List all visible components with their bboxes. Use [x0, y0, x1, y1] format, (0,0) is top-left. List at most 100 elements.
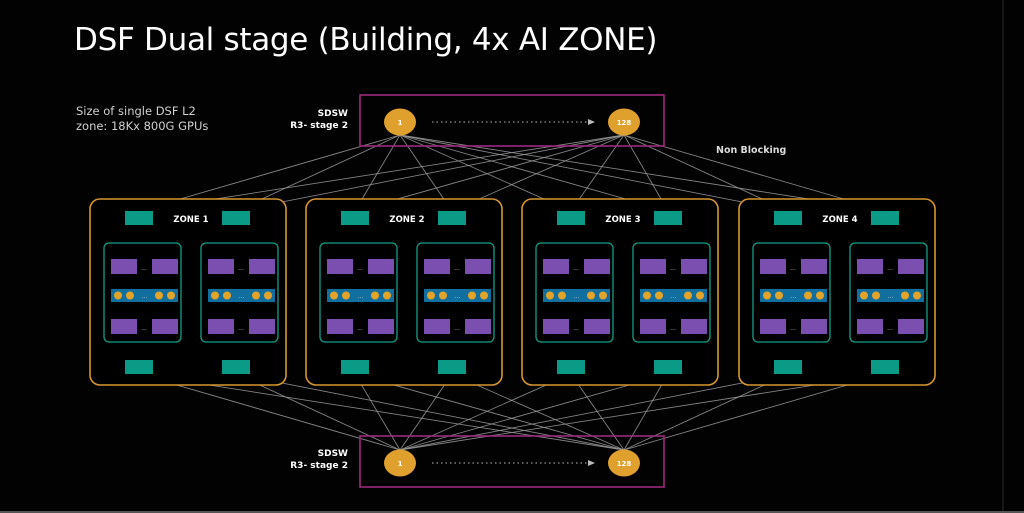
gpu-dot[interactable] — [684, 291, 692, 300]
pod-2[interactable]: ......... — [632, 242, 711, 343]
gpu-dot[interactable] — [587, 291, 595, 300]
rack-switch-top[interactable] — [543, 259, 569, 274]
rack-switch-top[interactable] — [327, 259, 353, 274]
gpu-dot[interactable] — [816, 291, 824, 300]
rack-switch-top[interactable] — [465, 259, 491, 274]
pod-1[interactable]: ......... — [535, 242, 614, 343]
rack-switch-top[interactable] — [152, 259, 178, 274]
rack-switch-bottom[interactable] — [249, 319, 275, 334]
gpu-dot[interactable] — [546, 291, 554, 300]
gpu-dot[interactable] — [383, 291, 391, 300]
zone-switch-bottom-1[interactable] — [341, 360, 369, 374]
rack-switch-bottom[interactable] — [208, 319, 234, 334]
zone-switch-top-1[interactable] — [341, 211, 369, 225]
zone-switch-bottom-2[interactable] — [654, 360, 682, 374]
zone-4[interactable]: ZONE 4.................. — [738, 198, 936, 386]
bottom-spine-box — [359, 435, 665, 488]
gpu-dot[interactable] — [371, 291, 379, 300]
gpu-dot[interactable] — [126, 291, 134, 300]
gpu-dot[interactable] — [155, 291, 163, 300]
pod-2[interactable]: ......... — [416, 242, 495, 343]
zone-switch-top-2[interactable] — [871, 211, 899, 225]
pod-border — [103, 242, 182, 343]
gpu-dot[interactable] — [696, 291, 704, 300]
rack-switch-top[interactable] — [584, 259, 610, 274]
gpu-dot[interactable] — [427, 291, 435, 300]
zone-switch-bottom-2[interactable] — [438, 360, 466, 374]
zone-3[interactable]: ZONE 3.................. — [521, 198, 719, 386]
pod-border — [319, 242, 398, 343]
pod-2[interactable]: ......... — [200, 242, 279, 343]
ellipsis-text: ... — [238, 325, 244, 332]
gpu-dot[interactable] — [167, 291, 175, 300]
rack-switch-top[interactable] — [857, 259, 883, 274]
gpu-dot[interactable] — [252, 291, 260, 300]
gpu-dot[interactable] — [901, 291, 909, 300]
rack-switch-top[interactable] — [208, 259, 234, 274]
gpu-dot[interactable] — [264, 291, 272, 300]
zone-switch-top-1[interactable] — [774, 211, 802, 225]
rack-switch-top[interactable] — [681, 259, 707, 274]
gpu-dot[interactable] — [913, 291, 921, 300]
pod-2[interactable]: ......... — [849, 242, 928, 343]
pod-1[interactable]: ......... — [319, 242, 398, 343]
gpu-dot[interactable] — [223, 291, 231, 300]
rack-switch-top[interactable] — [640, 259, 666, 274]
rack-switch-bottom[interactable] — [111, 319, 137, 334]
rack-switch-top[interactable] — [801, 259, 827, 274]
rack-switch-bottom[interactable] — [857, 319, 883, 334]
pod-1[interactable]: ......... — [752, 242, 831, 343]
pod-1[interactable]: ......... — [103, 242, 182, 343]
bottom-spine-node-first[interactable] — [384, 449, 416, 477]
gpu-dot[interactable] — [763, 291, 771, 300]
rack-switch-top[interactable] — [898, 259, 924, 274]
zone-switch-top-2[interactable] — [222, 211, 250, 225]
gpu-dot[interactable] — [655, 291, 663, 300]
zone-switch-bottom-1[interactable] — [774, 360, 802, 374]
zone-1[interactable]: ZONE 1.................. — [89, 198, 287, 386]
top-spine-node-last[interactable] — [608, 108, 640, 136]
zone-switch-top-2[interactable] — [438, 211, 466, 225]
gpu-dot[interactable] — [211, 291, 219, 300]
gpu-dot[interactable] — [860, 291, 868, 300]
gpu-dot[interactable] — [330, 291, 338, 300]
zone-2[interactable]: ZONE 2.................. — [305, 198, 503, 386]
gpu-dot[interactable] — [114, 291, 122, 300]
rack-switch-top[interactable] — [424, 259, 450, 274]
zone-switch-bottom-1[interactable] — [557, 360, 585, 374]
zone-switch-bottom-1[interactable] — [125, 360, 153, 374]
rack-switch-top[interactable] — [111, 259, 137, 274]
zone-switch-top-2[interactable] — [654, 211, 682, 225]
gpu-dot[interactable] — [342, 291, 350, 300]
rack-switch-bottom[interactable] — [681, 319, 707, 334]
zone-switch-bottom-2[interactable] — [222, 360, 250, 374]
rack-switch-bottom[interactable] — [640, 319, 666, 334]
zone-switch-top-1[interactable] — [557, 211, 585, 225]
gpu-dot[interactable] — [468, 291, 476, 300]
top-spine-node-first[interactable] — [384, 108, 416, 136]
zone-switch-top-1[interactable] — [125, 211, 153, 225]
rack-switch-bottom[interactable] — [327, 319, 353, 334]
gpu-dot[interactable] — [558, 291, 566, 300]
gpu-dot[interactable] — [872, 291, 880, 300]
rack-switch-bottom[interactable] — [424, 319, 450, 334]
gpu-dot[interactable] — [599, 291, 607, 300]
gpu-dot[interactable] — [439, 291, 447, 300]
gpu-dot[interactable] — [480, 291, 488, 300]
rack-switch-top[interactable] — [368, 259, 394, 274]
rack-switch-bottom[interactable] — [543, 319, 569, 334]
bottom-spine-node-last[interactable] — [608, 449, 640, 477]
rack-switch-top[interactable] — [760, 259, 786, 274]
rack-switch-bottom[interactable] — [584, 319, 610, 334]
rack-switch-bottom[interactable] — [898, 319, 924, 334]
rack-switch-bottom[interactable] — [368, 319, 394, 334]
rack-switch-top[interactable] — [249, 259, 275, 274]
zone-switch-bottom-2[interactable] — [871, 360, 899, 374]
rack-switch-bottom[interactable] — [801, 319, 827, 334]
gpu-dot[interactable] — [804, 291, 812, 300]
rack-switch-bottom[interactable] — [152, 319, 178, 334]
rack-switch-bottom[interactable] — [760, 319, 786, 334]
rack-switch-bottom[interactable] — [465, 319, 491, 334]
gpu-dot[interactable] — [643, 291, 651, 300]
gpu-dot[interactable] — [775, 291, 783, 300]
